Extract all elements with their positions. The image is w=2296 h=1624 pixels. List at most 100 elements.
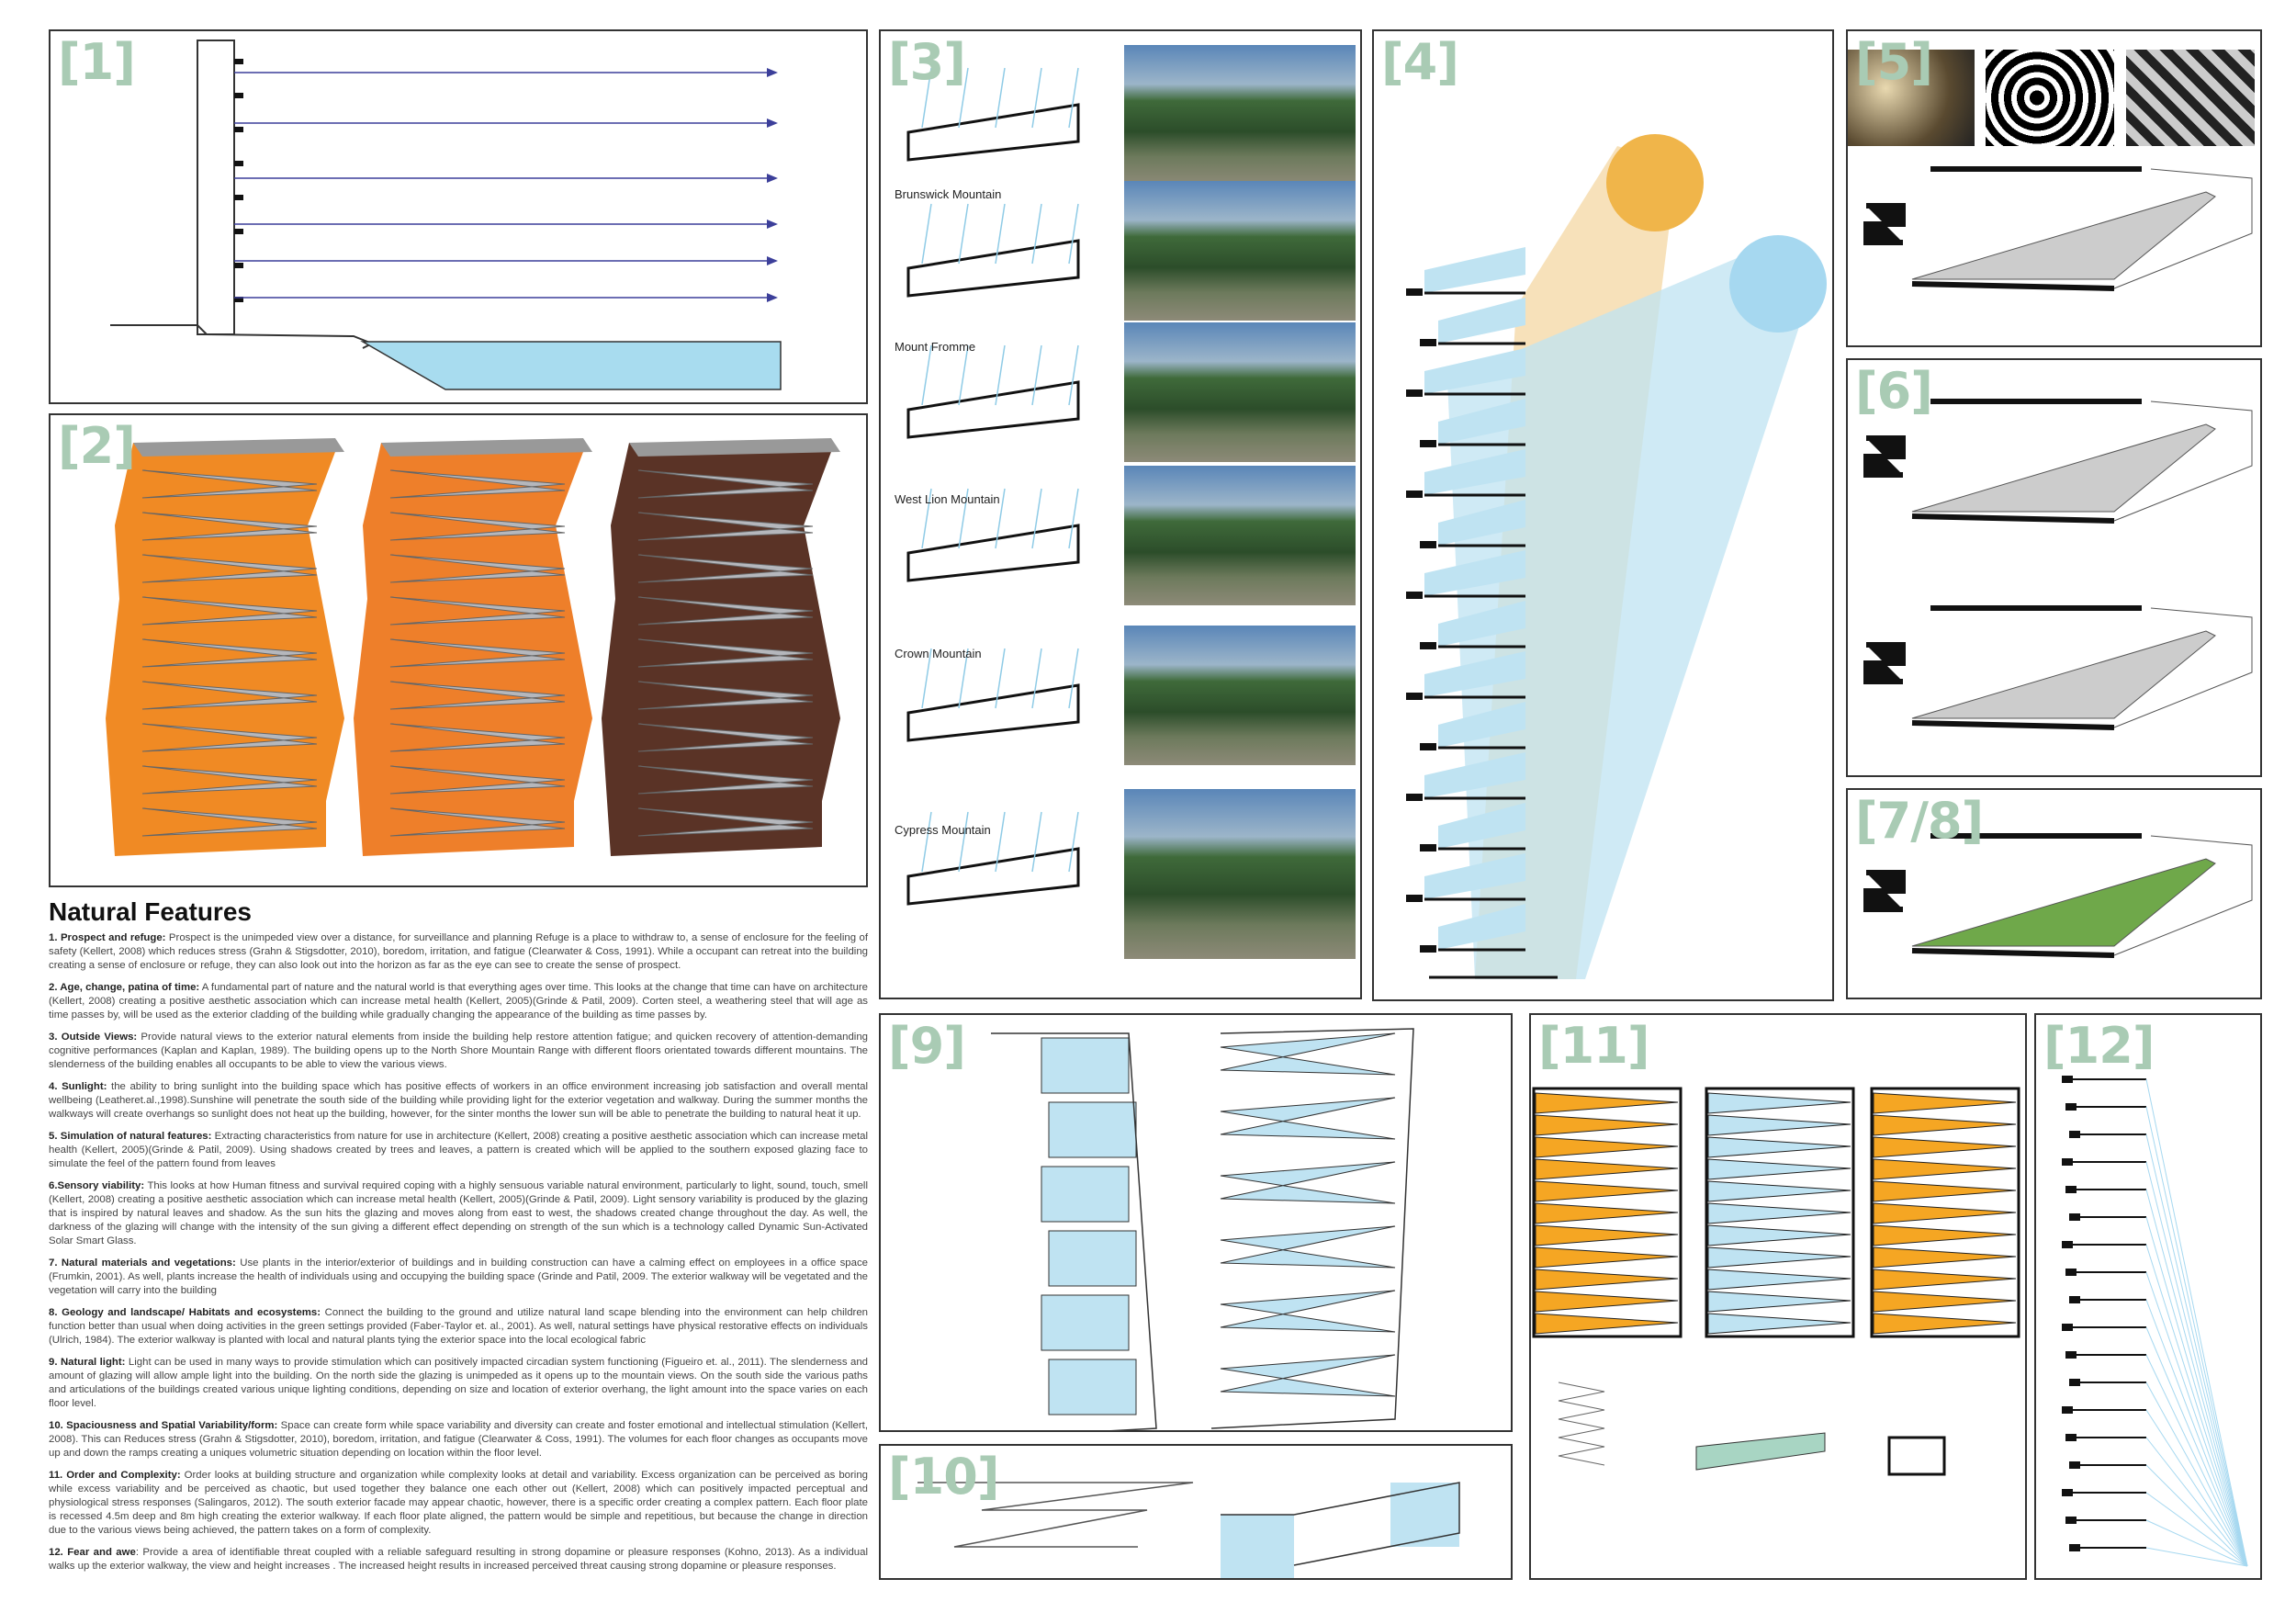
panel-label: [12]: [2043, 1017, 2155, 1075]
slab-edge: [1420, 743, 1436, 750]
glazing-wedge: [1438, 904, 1525, 950]
walkway-ramp: [637, 765, 814, 795]
arrowhead-icon: [767, 293, 778, 302]
detail-section: [1887, 1436, 1946, 1476]
walkway-ramp: [637, 596, 814, 626]
feature-paragraph: 2. Age, change, patina of time: A fundam…: [49, 981, 868, 1022]
slab-edge: [2065, 1351, 2077, 1359]
panel-label: [7/8]: [1855, 792, 1984, 850]
feature-heading: 3. Outside Views:: [49, 1032, 138, 1043]
outline: [2113, 835, 2253, 956]
slab-edge: [2062, 1324, 2073, 1331]
feature-body: A fundamental part of nature and the nat…: [49, 982, 868, 1021]
pattern-triangle: [1707, 1269, 1851, 1291]
panel-10-spatial-variability: [10]: [879, 1444, 1513, 1580]
pattern-triangle: [1707, 1291, 1851, 1313]
pattern-triangle: [1535, 1092, 1679, 1114]
slab-edge: [2065, 1186, 2077, 1193]
roof: [629, 438, 840, 457]
glazing-strip: [1220, 1097, 1396, 1140]
panel-9-natural-light: [9]: [879, 1013, 1513, 1432]
slab-edge: [2069, 1544, 2080, 1551]
lower-slab: [1911, 281, 2115, 291]
slab-edge: [1420, 541, 1436, 548]
slab-edge: [2062, 1406, 2073, 1414]
view-ray: [995, 203, 1006, 265]
walkway: [1911, 191, 2216, 280]
feature-body: This looks at how Human fitness and surv…: [49, 1180, 868, 1246]
panel-label: [1]: [58, 33, 136, 91]
roof: [133, 438, 344, 457]
sight-line: [2145, 1464, 2248, 1567]
walkway-ramp: [141, 596, 318, 626]
feature-body: : Provide a area of identifiable threat …: [49, 1547, 869, 1572]
facade-render: [602, 438, 840, 856]
view-ray: [921, 344, 932, 406]
mountain-photo: [1124, 466, 1356, 605]
summer-sun-icon: [1606, 134, 1704, 231]
walkway-ramp: [637, 638, 814, 668]
mountain-photo: [1124, 45, 1356, 185]
panel-1-prospect-section: [1]: [49, 29, 868, 404]
feature-heading: 6.Sensory viability:: [49, 1180, 145, 1191]
corten-facade-renders: [106, 438, 840, 856]
glazing-strip: [1220, 1225, 1396, 1269]
glazing-strip: [1220, 1161, 1396, 1204]
slab-edge: [2062, 1076, 2073, 1083]
view-ray: [995, 67, 1006, 129]
sight-line: [2145, 1189, 2248, 1567]
floor-plate: [906, 380, 1080, 439]
glazing-axonometrics: [991, 1028, 1414, 1430]
ramp-drawing: [1863, 833, 2253, 958]
glazing-panel: [1048, 1101, 1137, 1158]
height-section: [2062, 1076, 2248, 1567]
pattern-triangle: [1873, 1291, 2017, 1313]
arrowhead-icon: [767, 220, 778, 229]
stair-steps: [1863, 435, 1906, 478]
glazing-wedge: [1438, 601, 1525, 647]
glazing-panel: [1041, 1037, 1130, 1094]
slab-edge: [1420, 945, 1436, 953]
slab-edge: [1406, 288, 1423, 296]
feature-heading: 8. Geology and landscape/ Habitats and e…: [49, 1307, 321, 1318]
floor-slab: [234, 297, 243, 302]
lower-slab: [1911, 720, 2115, 730]
walkway-ramp: [141, 554, 318, 583]
slab-edge: [2069, 1296, 2080, 1303]
pattern-triangle: [1707, 1092, 1851, 1114]
floor-slab: [234, 263, 243, 268]
slab-edge: [2065, 1434, 2077, 1441]
glazing-wedge: [1438, 298, 1525, 344]
view-ray: [921, 203, 932, 265]
pattern-triangle: [1707, 1114, 1851, 1136]
view-ray: [1031, 488, 1042, 549]
vegetated-walkway: [1863, 833, 2253, 958]
leaf-pixelated: [2126, 50, 2255, 146]
feature-paragraph: 10. Spaciousness and Spatial Variability…: [49, 1419, 868, 1460]
walkway-ramp: [141, 723, 318, 752]
floor-plate: [906, 847, 1080, 906]
sight-line: [2145, 1271, 2248, 1567]
view-ray: [1068, 488, 1079, 549]
panel-label: [9]: [888, 1017, 966, 1075]
glazing-wedge: [1424, 853, 1525, 899]
view-ray: [1068, 648, 1079, 709]
feature-body: Use plants in the interior/exterior of b…: [49, 1257, 868, 1296]
facade-pattern-elevations: [1532, 1087, 2020, 1476]
facade-body: [354, 443, 592, 856]
pattern-triangle: [1707, 1180, 1851, 1202]
slab-edge: [1420, 339, 1436, 346]
sight-line: [2145, 1106, 2248, 1567]
pattern-triangle: [1707, 1158, 1851, 1180]
leaf-photo: [1848, 50, 1975, 146]
glazing-strip: [1220, 1354, 1396, 1397]
glazing-wedge: [1438, 500, 1525, 546]
sight-line: [2145, 1382, 2248, 1567]
sight-line: [2145, 1409, 2248, 1567]
walkway-ramp: [389, 554, 566, 583]
pattern-triangle: [1873, 1180, 2017, 1202]
pattern-triangle: [1707, 1202, 1851, 1224]
glazing-wedge: [1424, 348, 1525, 394]
floor-plate: [906, 239, 1080, 298]
feature-paragraph: 4. Sunlight: the ability to bring sunlig…: [49, 1080, 868, 1122]
